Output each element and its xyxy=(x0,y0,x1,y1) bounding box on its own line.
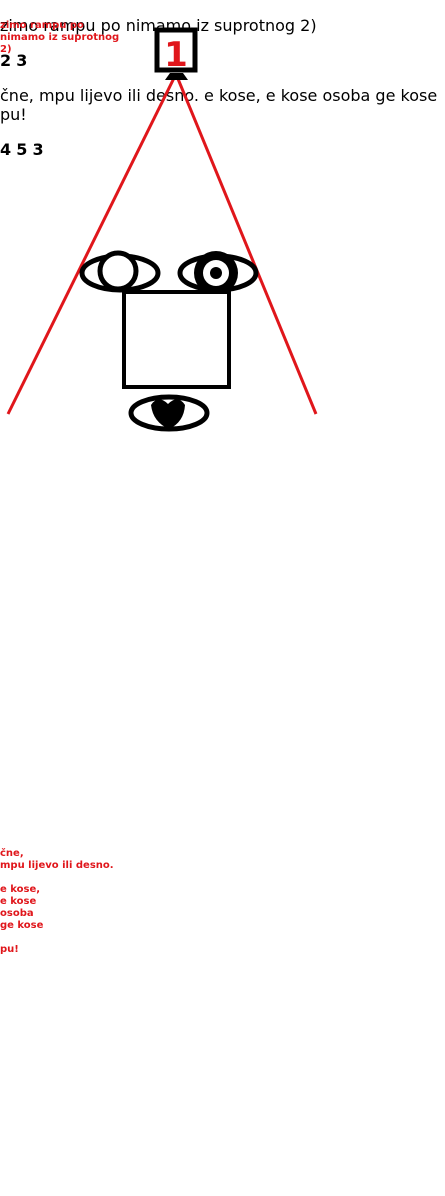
subject-body xyxy=(124,292,229,387)
eye-left-icon xyxy=(82,253,158,290)
scene-1: 1 xyxy=(8,30,316,429)
camera-1-label: 1 xyxy=(164,35,188,75)
subject-1 xyxy=(82,251,256,429)
camera-1: 1 xyxy=(157,30,195,80)
lighting-diagram: 1 xyxy=(0,16,445,1196)
eye-bottom-icon xyxy=(131,397,207,429)
note-top-text: zimo rampu po nimamo iz suprotnog 2) xyxy=(0,20,119,56)
eye-right-icon xyxy=(180,251,256,295)
note-middle-text: čne, mpu lijevo ili desno. e kose, e kos… xyxy=(0,848,114,956)
